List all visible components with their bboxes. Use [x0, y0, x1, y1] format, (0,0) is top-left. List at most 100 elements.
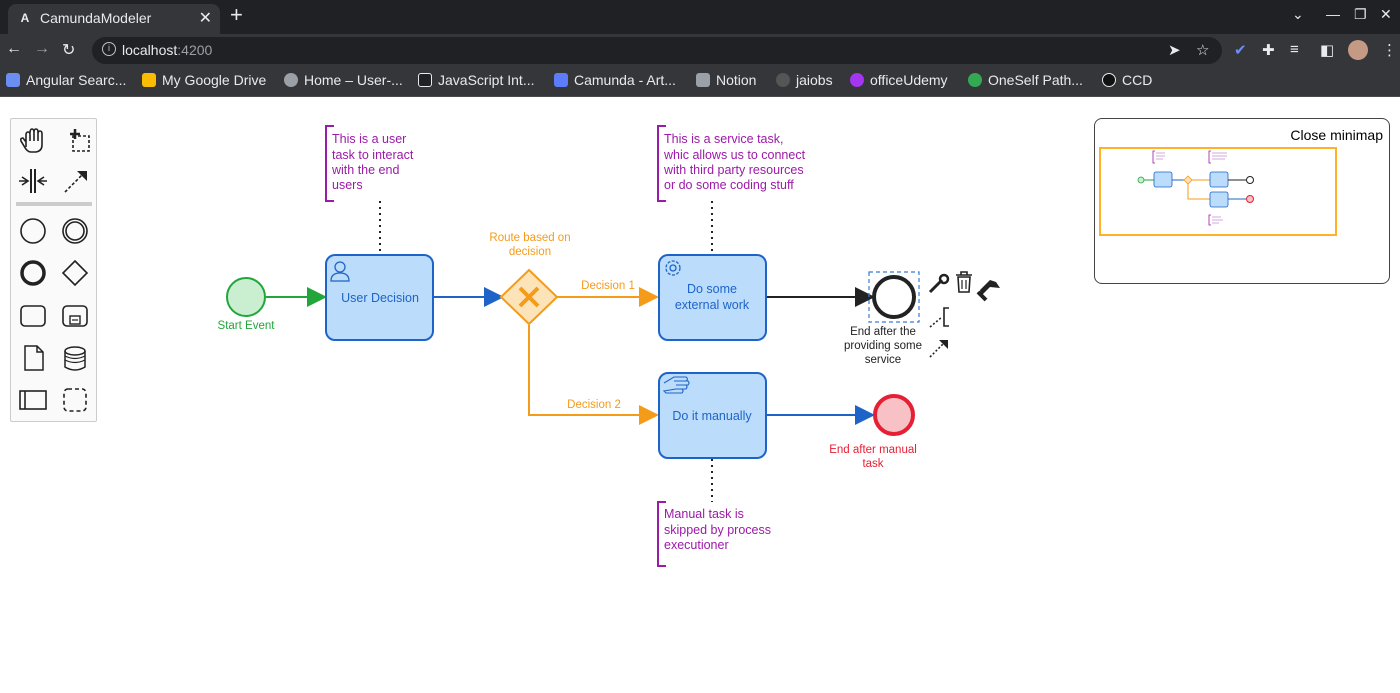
- annotation-service-line-1: This is a service task,: [664, 132, 783, 146]
- gateway-icon[interactable]: [61, 259, 89, 287]
- trash-icon[interactable]: [956, 271, 972, 293]
- text-annotation-icon[interactable]: [929, 307, 949, 328]
- browser-tab-strip: A CamundaModeler ✕ + ⌄ — ❐ ✕: [0, 0, 1400, 34]
- github-icon: [776, 73, 790, 87]
- decision-1-label: Decision 1: [581, 280, 635, 292]
- gateway-label-line-2: decision: [509, 246, 551, 258]
- tab-title: CamundaModeler: [40, 10, 152, 26]
- ccd-icon: [1102, 73, 1116, 87]
- annotation-user-line-3: with the end: [331, 163, 399, 177]
- data-object-icon[interactable]: [24, 345, 44, 371]
- close-window-icon[interactable]: ✕: [1380, 6, 1392, 22]
- restore-icon[interactable]: ❐: [1354, 6, 1367, 22]
- info-icon[interactable]: i: [102, 42, 116, 56]
- reload-icon[interactable]: ↻: [62, 42, 76, 59]
- bookmark-item[interactable]: My Google Drive: [142, 72, 266, 88]
- end-service-label-line-2: providing some: [844, 340, 922, 352]
- bookmark-item[interactable]: JavaScript Int...: [418, 72, 534, 88]
- global-connect-tool-icon[interactable]: [64, 171, 87, 193]
- media-icon[interactable]: ≡: [1290, 41, 1299, 58]
- decision-2-label: Decision 2: [567, 399, 621, 411]
- bookmark-item[interactable]: Angular Searc...: [6, 72, 126, 88]
- minimap-preview: [1137, 150, 1254, 226]
- gear-icon: [665, 260, 681, 276]
- new-tab-icon[interactable]: +: [230, 2, 243, 27]
- bookmark-item[interactable]: CCD: [1102, 72, 1152, 88]
- end-event-service[interactable]: [872, 275, 916, 319]
- bpmn-diagram: Start Event User Decision Route based on…: [218, 125, 1000, 567]
- minimize-icon[interactable]: —: [1326, 6, 1340, 22]
- tab-search-icon[interactable]: ⌄: [1292, 6, 1304, 22]
- start-event[interactable]: [226, 277, 266, 317]
- browser-tab[interactable]: A CamundaModeler ✕: [8, 4, 220, 34]
- sidepanel-icon[interactable]: ◧: [1320, 42, 1335, 59]
- google-drive-icon: [142, 73, 156, 87]
- hand-tool-icon[interactable]: [19, 128, 43, 153]
- hand-icon: [662, 376, 690, 394]
- bpmn-canvas[interactable]: Start Event User Decision Route based on…: [0, 98, 1400, 693]
- angular-favicon-icon: A: [20, 11, 30, 25]
- space-tool-icon[interactable]: [19, 169, 47, 193]
- service-task-label-line-2: external work: [675, 298, 750, 312]
- manual-task-label: Do it manually: [672, 409, 752, 423]
- gateway-label-line-1: Route based on: [489, 232, 570, 244]
- extension-icon[interactable]: ✔: [1234, 42, 1247, 59]
- avatar[interactable]: [1348, 40, 1368, 60]
- flow-decision-2[interactable]: [528, 325, 659, 425]
- angular-icon: [6, 73, 20, 87]
- bookmark-item[interactable]: jaiobs: [776, 72, 833, 88]
- lasso-tool-icon[interactable]: [70, 129, 90, 152]
- annotation-user-line-2: task to interact: [332, 148, 414, 162]
- minimap-viewport[interactable]: [1099, 147, 1337, 236]
- service-task-label-line-1: Do some: [687, 282, 737, 296]
- send-icon[interactable]: ➤: [1168, 42, 1181, 59]
- task-icon[interactable]: [20, 305, 46, 327]
- minimap[interactable]: Close minimap: [1094, 118, 1390, 284]
- url-text: localhost:4200: [122, 42, 213, 58]
- pool-icon[interactable]: [19, 390, 47, 410]
- bookmark-item[interactable]: officeUdemy: [850, 72, 948, 88]
- minimap-toggle-button[interactable]: Close minimap: [1290, 127, 1383, 143]
- annotation-user-bracket[interactable]: [325, 125, 334, 202]
- connect-icon[interactable]: [929, 340, 948, 358]
- subprocess-icon[interactable]: [62, 305, 88, 327]
- star-icon[interactable]: ☆: [1196, 42, 1210, 59]
- palette-separator: [16, 202, 92, 206]
- puzzle-icon[interactable]: ✚: [1262, 42, 1275, 59]
- start-event-icon[interactable]: [20, 218, 46, 244]
- bookmark-item[interactable]: OneSelf Path...: [968, 72, 1083, 88]
- forward-icon[interactable]: →: [34, 40, 50, 57]
- bookmarks-bar: Angular Searc... My Google Drive Home – …: [0, 66, 1400, 97]
- annotation-manual-bracket[interactable]: [657, 501, 666, 567]
- bookmark-item[interactable]: Home – User-...: [284, 72, 403, 88]
- annotation-manual-line-1: Manual task is: [664, 507, 744, 521]
- browser-toolbar: ← → ↻ i localhost:4200 ➤ ☆ ✔ ✚ ≡ ◧ ⋮: [0, 34, 1400, 66]
- oneself-icon: [968, 73, 982, 87]
- manual-task[interactable]: [658, 372, 767, 459]
- exclusive-gateway[interactable]: [499, 268, 559, 326]
- annotation-user-line-4: users: [332, 178, 363, 192]
- back-icon[interactable]: ←: [6, 40, 22, 57]
- start-event-label: Start Event: [218, 320, 276, 332]
- annotation-service-bracket[interactable]: [657, 125, 666, 202]
- service-task[interactable]: [658, 254, 767, 341]
- javascript-icon: [418, 73, 432, 87]
- end-event-manual[interactable]: [873, 394, 915, 436]
- camunda-icon: [554, 73, 568, 87]
- user-task[interactable]: [325, 254, 434, 341]
- annotation-manual-line-2: skipped by process: [664, 523, 771, 537]
- selection-outline: [868, 271, 920, 323]
- wrench-icon[interactable]: [928, 273, 950, 294]
- bookmark-item[interactable]: Camunda - Art...: [554, 72, 676, 88]
- color-picker-icon[interactable]: [976, 280, 1000, 302]
- intermediate-event-icon[interactable]: [62, 218, 88, 244]
- data-store-icon[interactable]: [64, 346, 86, 371]
- address-bar[interactable]: i localhost:4200 ➤ ☆: [92, 37, 1222, 64]
- bookmark-item[interactable]: Notion: [696, 72, 756, 88]
- end-event-icon[interactable]: [20, 260, 46, 286]
- globe-icon: [284, 73, 298, 87]
- user-icon: [330, 261, 350, 282]
- group-icon[interactable]: [63, 388, 87, 412]
- menu-icon[interactable]: ⋮: [1382, 42, 1397, 59]
- close-tab-icon[interactable]: ✕: [198, 10, 212, 27]
